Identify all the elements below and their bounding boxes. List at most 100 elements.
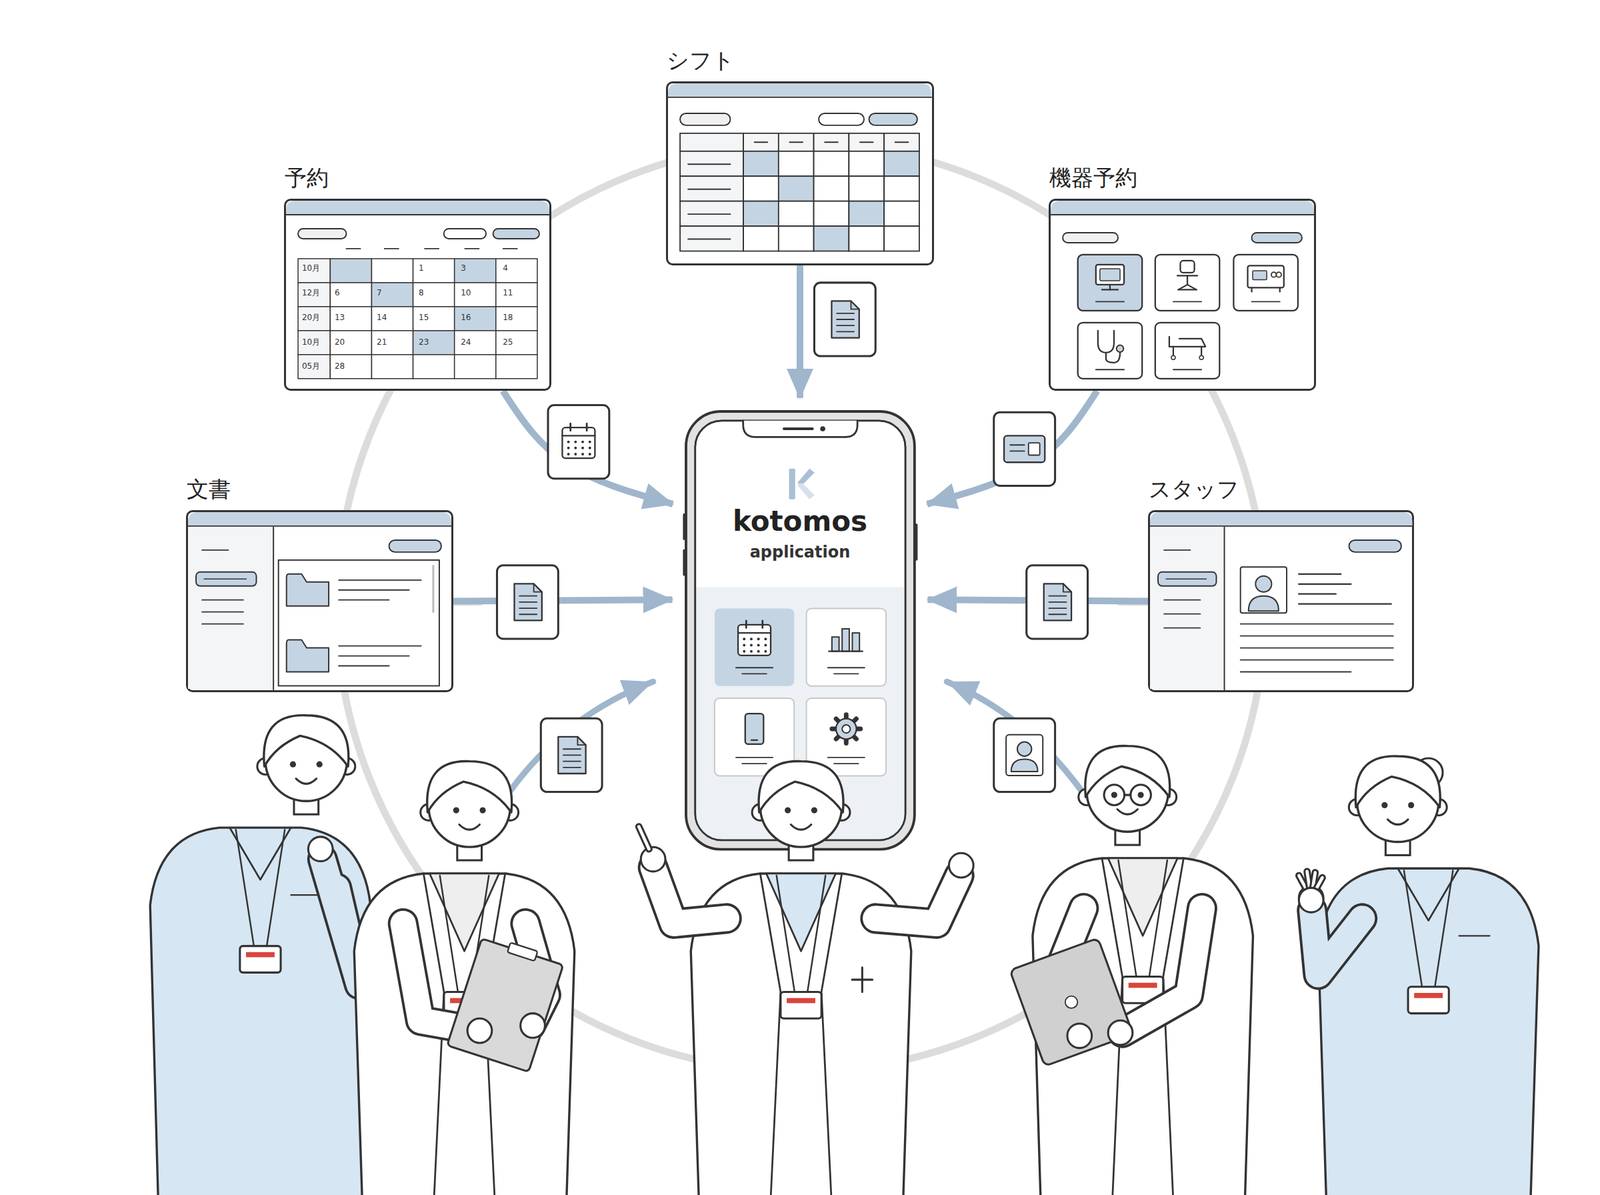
app-name: kotomos bbox=[686, 504, 915, 538]
staff-person-part bbox=[1404, 870, 1453, 989]
staff-screen-part bbox=[1298, 573, 1341, 575]
app-window: 予約10月13412月678101120月131415161810月202123… bbox=[284, 198, 552, 391]
flow-icon-tile-part bbox=[588, 452, 592, 456]
staff-person-part bbox=[811, 806, 818, 813]
cal-screen-part bbox=[495, 330, 537, 355]
flow-icon-tile-part bbox=[563, 754, 581, 756]
shift-screen-part bbox=[778, 176, 814, 202]
shift-screen-part bbox=[884, 201, 920, 226]
shift-screen-part bbox=[688, 164, 731, 166]
docs-screen bbox=[188, 512, 452, 690]
staff-person-part bbox=[257, 758, 274, 774]
cal-screen-part bbox=[495, 282, 537, 307]
equip-screen-part bbox=[1171, 356, 1176, 360]
cal-screen-part bbox=[330, 258, 372, 283]
staff-person-part bbox=[834, 804, 850, 820]
flow-icon-tile bbox=[548, 405, 610, 479]
phone-screen-part bbox=[796, 468, 814, 485]
flow-icon-tile-part bbox=[574, 440, 577, 444]
staff-person-part bbox=[640, 846, 666, 872]
equip-screen-part bbox=[1248, 266, 1284, 288]
staff-person-part bbox=[240, 946, 281, 973]
calendar-cell-text: 23 bbox=[418, 338, 429, 346]
shift-screen-part bbox=[814, 201, 850, 226]
staff-person bbox=[638, 761, 974, 1195]
equip-screen-part bbox=[1252, 232, 1302, 243]
flow-arrow bbox=[502, 390, 673, 504]
staff-person-part bbox=[264, 715, 349, 767]
docs-screen-part bbox=[286, 640, 328, 672]
staff-person-part bbox=[1102, 858, 1123, 1195]
shift-screen-part bbox=[744, 151, 780, 176]
phone-screen-part bbox=[831, 636, 839, 651]
flow-icon-tile-part bbox=[1017, 742, 1032, 756]
staff-person-part bbox=[1307, 871, 1312, 898]
app-subtitle: application bbox=[686, 542, 915, 562]
phone-screen-part bbox=[742, 643, 746, 646]
calendar-cell-text: 11 bbox=[502, 288, 513, 297]
app-window: シフト bbox=[666, 81, 934, 266]
docs-screen-part bbox=[188, 512, 452, 526]
staff-person-part bbox=[322, 859, 360, 985]
cal-screen-part bbox=[412, 282, 454, 307]
staff-screen-part bbox=[1164, 599, 1200, 601]
docs-screen-part bbox=[286, 574, 328, 606]
phone-screen-part bbox=[827, 756, 864, 758]
staff-person-part bbox=[479, 806, 486, 813]
staff-person-part bbox=[428, 765, 510, 847]
staff-person-part bbox=[1459, 934, 1490, 936]
staff-person-part bbox=[1408, 986, 1449, 1014]
staff-person-part bbox=[1053, 908, 1084, 1033]
staff-person-part bbox=[420, 804, 437, 820]
calendar-cell-text: 10 bbox=[460, 288, 471, 297]
staff-screen-part bbox=[1158, 572, 1216, 586]
shift-screen-part bbox=[825, 142, 839, 144]
shift-screen-part bbox=[814, 226, 850, 252]
staff-person-part bbox=[1010, 938, 1134, 1066]
cal-screen-part bbox=[454, 306, 496, 331]
staff-person-part bbox=[444, 991, 485, 1018]
equip-screen-part bbox=[1096, 369, 1124, 371]
staff-person-part bbox=[1387, 819, 1408, 825]
equip-screen-part bbox=[1178, 284, 1188, 290]
flow-icon-tile-part bbox=[519, 595, 537, 597]
calendar-cell-text: 16 bbox=[460, 313, 471, 322]
shift-screen-part bbox=[680, 176, 744, 202]
staff-person-part bbox=[1122, 908, 1202, 1033]
staff-person-part bbox=[1111, 792, 1118, 798]
phone-screen-part bbox=[764, 650, 767, 653]
shift-screen-part bbox=[790, 142, 804, 144]
cal-screen-part bbox=[495, 258, 537, 283]
flow-icon-tile-part bbox=[496, 565, 558, 639]
staff-person-part bbox=[1108, 858, 1178, 936]
cal-screen-part bbox=[412, 258, 454, 283]
shift-screen-part bbox=[849, 133, 885, 152]
staff-person-part bbox=[1318, 868, 1539, 1195]
staff-person-part bbox=[429, 873, 499, 951]
equip-screen-part bbox=[1078, 322, 1142, 379]
equip-screen-part bbox=[1155, 254, 1220, 311]
app-window: スタッフ bbox=[1148, 510, 1414, 692]
flow-icon-tile-part bbox=[1010, 444, 1024, 446]
equip-screen bbox=[1050, 200, 1314, 389]
staff-person-part bbox=[653, 867, 727, 924]
shift-screen-part bbox=[884, 176, 920, 202]
staff-person-part bbox=[502, 804, 518, 820]
staff-person-part bbox=[1118, 860, 1167, 979]
equip-screen-part bbox=[1253, 270, 1268, 280]
staff-person-part bbox=[354, 873, 575, 1195]
flow-icon-tile-part bbox=[1048, 613, 1066, 615]
shift-screen-part bbox=[744, 133, 780, 152]
staff-person-part bbox=[1298, 885, 1324, 910]
staff-person bbox=[1298, 756, 1539, 1195]
cal-screen-part bbox=[464, 248, 479, 250]
equip-screen-part bbox=[1251, 288, 1253, 292]
staff-person-part bbox=[875, 875, 959, 924]
staff-person-part bbox=[467, 1018, 492, 1043]
shift-screen-part bbox=[819, 113, 865, 126]
equip-screen-part bbox=[1098, 330, 1114, 353]
equip-screen-part bbox=[1063, 232, 1119, 243]
staff-person-part bbox=[1298, 887, 1324, 912]
docs-screen-part bbox=[338, 665, 389, 667]
cal-screen-part bbox=[454, 354, 496, 379]
